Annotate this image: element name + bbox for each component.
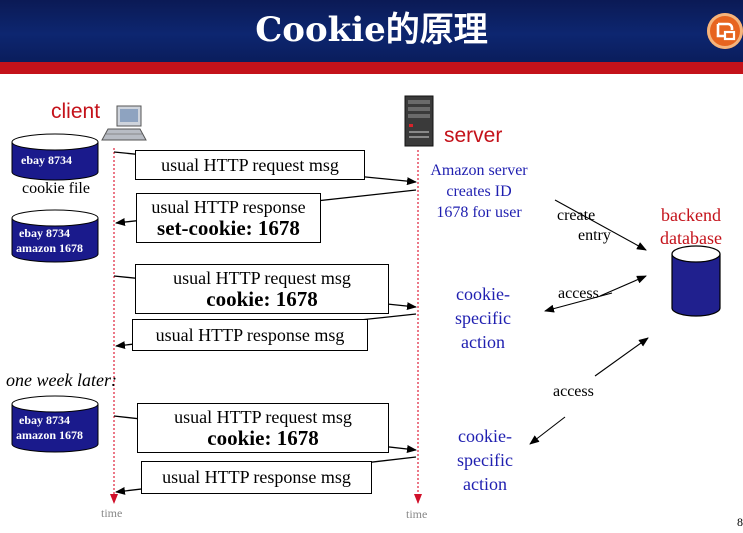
access-label-1: access [558,285,599,302]
one-week-later-label: one week later: [6,370,117,390]
backend-label: backend [661,205,721,225]
backend-database-label: backend database [660,204,722,250]
cookie-action-2-line3: action [463,474,507,494]
msg3-line1: usual HTTP request msg [173,268,351,288]
computer-icon [101,105,147,141]
cookie-store-2 [11,209,99,263]
msg5-line1: usual HTTP request msg [174,407,352,427]
msg2-box: usual HTTP response set-cookie: 1678 [136,193,321,243]
msg4-box: usual HTTP response msg [132,319,368,351]
msg3-line2: cookie: 1678 [206,287,318,311]
cookie-action-1: cookie- specific action [448,282,518,354]
server-icon [404,95,434,147]
cookie-action-2-line2: specific [457,450,513,470]
msg1-box: usual HTTP request msg [135,150,365,180]
entry-label: entry [578,227,611,244]
msg3-box: usual HTTP request msg cookie: 1678 [135,264,389,314]
page-number: 8 [737,515,743,529]
create-label: create [557,207,596,224]
server-note: Amazon server creates ID 1678 for user [424,160,534,223]
cookie-action-1-line2: specific [455,308,511,328]
cookie-file-label: cookie file [22,180,90,197]
msg5-box: usual HTTP request msg cookie: 1678 [137,403,389,453]
cookie-store-1-line1: ebay 8734 [21,153,72,167]
access-label-2: access [553,383,594,400]
server-label: server [444,124,503,147]
cookie-store-2-line2: amazon 1678 [16,241,83,255]
create-entry-arrow [554,199,647,251]
title-bar-stripe [0,62,743,74]
server-note-line2: creates ID [446,183,512,200]
cookie-store-2-line1: ebay 8734 [19,226,70,240]
client-label: client [51,100,101,123]
cookie-store-3-line2: amazon 1678 [16,428,83,442]
msg2-line2: set-cookie: 1678 [157,216,300,240]
database-icon [671,245,721,317]
database-label: database [660,228,722,248]
msg6-box: usual HTTP response msg [141,461,372,494]
cookie-action-1-line1: cookie- [456,284,510,304]
page-title: Cookie的原理 [255,10,488,50]
cookie-store-3-line1: ebay 8734 [19,413,70,427]
msg4-line1: usual HTTP response msg [155,325,345,345]
title-bar [0,0,743,62]
cookie-store-1 [11,133,99,181]
cookie-action-1-line3: action [461,332,505,352]
msg2-line1: usual HTTP response [151,197,306,217]
logo-icon [707,13,743,49]
time-label-right: time [406,507,428,521]
cookie-store-3 [11,395,99,453]
server-note-line1: Amazon server [430,162,528,179]
msg5-line2: cookie: 1678 [207,426,319,450]
cookie-action-2-line1: cookie- [458,426,512,446]
time-label-left: time [101,506,123,520]
msg6-line1: usual HTTP response msg [162,467,351,487]
server-note-line3: 1678 for user [436,204,522,221]
cookie-action-2: cookie- specific action [450,424,520,496]
msg1-line1: usual HTTP request msg [161,155,339,175]
access-arrow-2 [529,416,566,445]
